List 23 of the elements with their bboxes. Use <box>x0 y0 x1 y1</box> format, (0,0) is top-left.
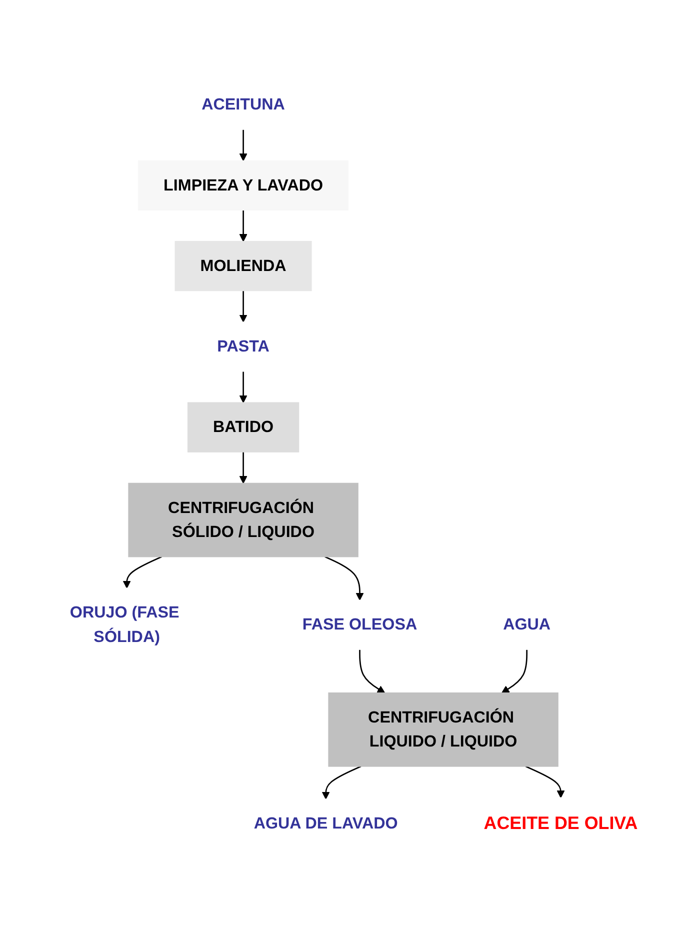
node-box: MOLIENDA <box>174 240 312 291</box>
node-text: FASE OLEOSA <box>302 614 418 633</box>
node-box: CENTRIFUGACIÓN LIQUIDO / LIQUIDO <box>328 692 558 766</box>
node-text: PASTA <box>217 336 270 355</box>
arrow <box>239 129 248 161</box>
node-text: AGUA DE LAVADO <box>254 814 398 832</box>
arrow <box>239 290 248 322</box>
arrow <box>359 649 386 693</box>
arrow <box>322 765 362 799</box>
node-text: ACEITE DE OLIVA <box>484 813 638 834</box>
arrow <box>239 370 248 403</box>
node-text: AGUA <box>503 614 551 633</box>
arrow <box>501 649 528 693</box>
node-text: ACEITUNA <box>202 94 285 113</box>
node-box: LIMPIEZA Y LAVADO <box>138 160 349 210</box>
arrow <box>324 556 364 600</box>
arrow <box>122 556 162 588</box>
arrow <box>239 210 248 242</box>
arrow <box>239 452 248 484</box>
arrow <box>525 765 565 798</box>
node-box: CENTRIFUGACIÓN SÓLIDO / LIQUIDO <box>128 482 358 557</box>
node-text: ORUJO (FASE SÓLIDA) <box>70 602 180 645</box>
node-box: BATIDO <box>187 402 300 452</box>
